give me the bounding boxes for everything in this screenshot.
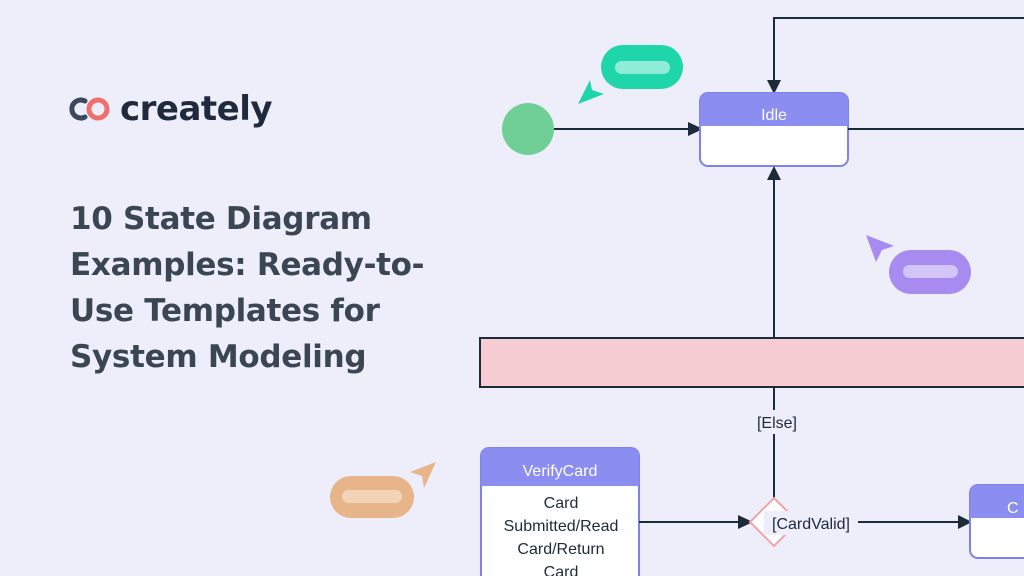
guard-else: [Else] [757,415,797,432]
partial-state-label: C [1007,500,1019,517]
transition-top-loop [773,17,1024,88]
cursor-purple [866,235,971,294]
else-label-bg [748,410,802,434]
verifycard-body-line-4: Card [544,564,579,576]
verifycard-state[interactable]: VerifyCard Card Submitted/Read Card/Retu… [480,447,640,576]
arrow-head-decision [738,515,753,529]
creately-logo-icon [69,97,110,121]
creately-logo[interactable]: creately [68,89,273,129]
guard-cardvalid: [CardValid] [772,516,850,533]
start-node[interactable] [502,103,554,155]
fork-bar[interactable] [479,337,1024,388]
arrow-head-idle-bottom [767,166,781,180]
cursor-orange [330,462,436,518]
verifycard-body-line-1: Card [544,495,579,512]
verifycard-body-line-3: Card/Return [517,541,604,558]
arrow-head-start [688,122,703,136]
brand-name: creately [120,89,273,129]
cursor-arrow-icon [578,80,604,104]
cursor-arrow-icon [410,462,436,488]
partial-state[interactable]: C [969,484,1024,559]
arrow-head-right-state [958,515,972,529]
verifycard-state-label: VerifyCard [523,463,598,480]
verifycard-body-line-2: Submitted/Read [504,518,619,535]
cardvalid-label-bg [764,511,858,535]
cursor-teal [578,45,683,104]
arrow-head-idle-top [767,80,781,94]
idle-state-label: Idle [761,107,787,124]
idle-state[interactable]: Idle [699,92,849,167]
cursor-arrow-icon [866,235,894,262]
page-title: 10 State Diagram Examples: Ready-to-Use … [70,201,425,375]
